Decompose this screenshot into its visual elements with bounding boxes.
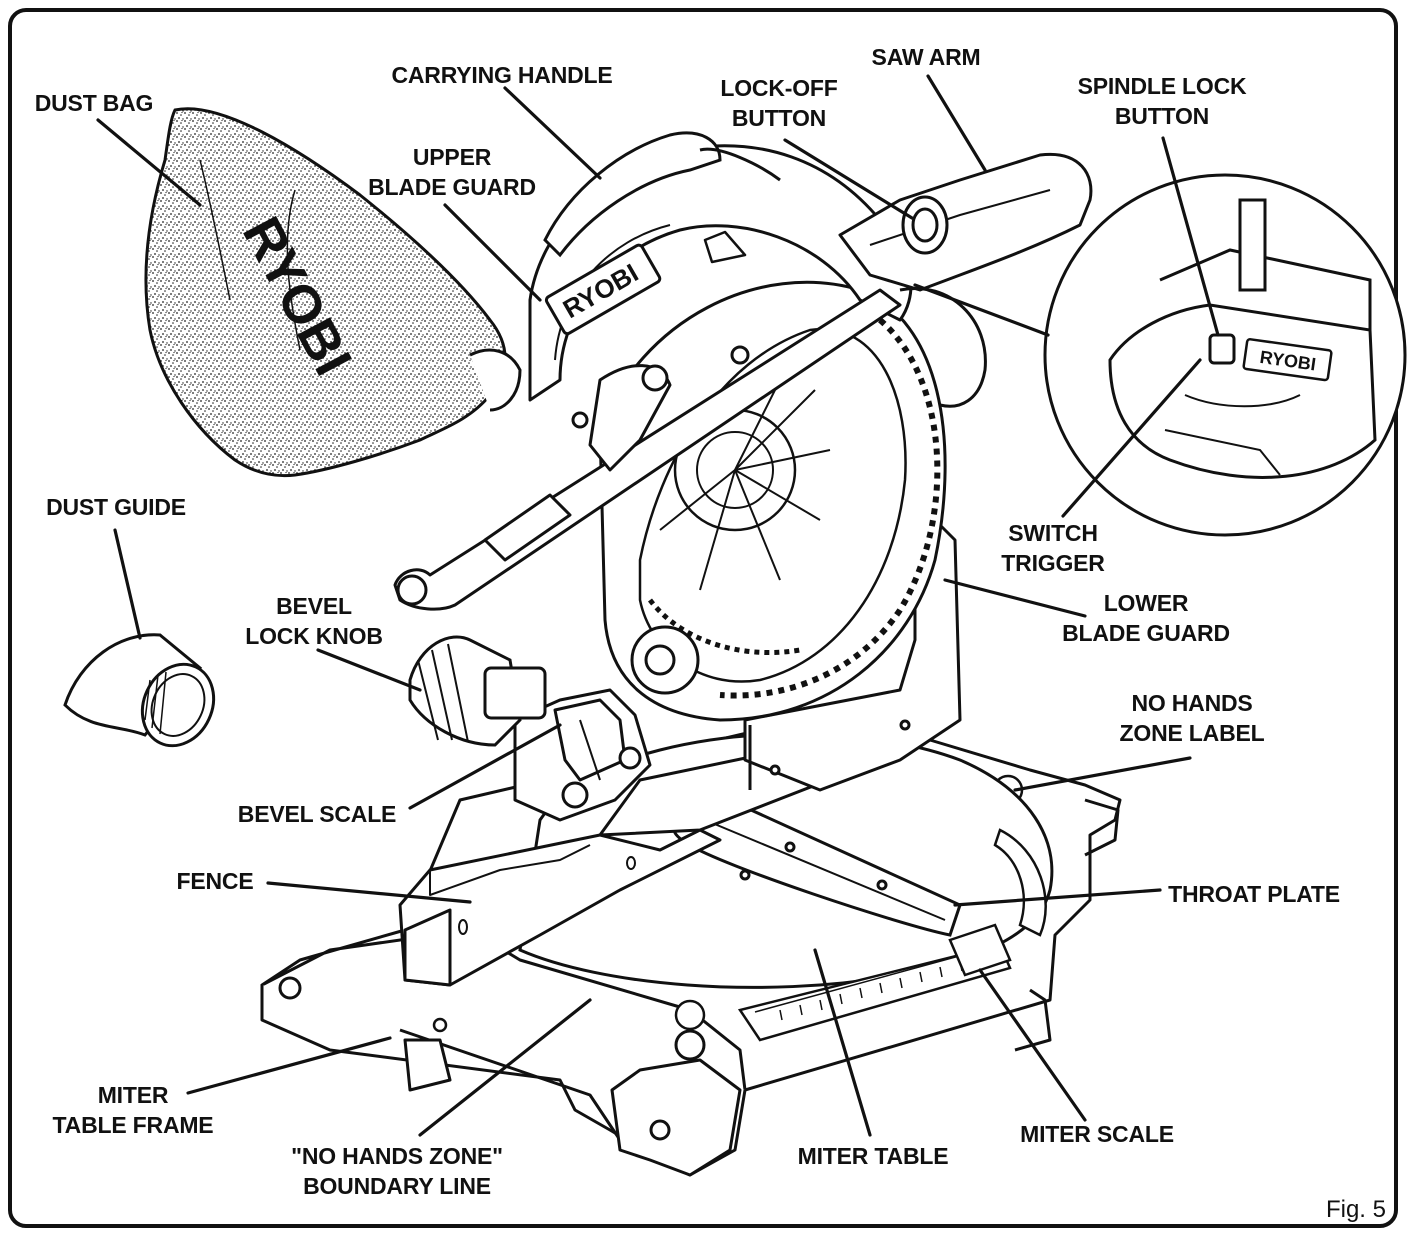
- leader-upper-blade-guard: [443, 203, 542, 302]
- leader-spindle-lock-button: [1161, 136, 1220, 337]
- label-no-hands-zone-boundary-line: "NO HANDS ZONE" BOUNDARY LINE: [291, 1141, 503, 1201]
- dust-bag: RYOBI: [144, 107, 522, 478]
- dust-guide: [63, 633, 216, 748]
- leader-no-hands-zone-label: [1013, 756, 1192, 792]
- label-switch-trigger-line1: SWITCH: [1008, 520, 1098, 546]
- label-lower-blade-guard: LOWER BLADE GUARD: [1062, 588, 1230, 648]
- saw-handle-bar: [393, 288, 902, 611]
- label-no-hands-zone-label-line2: ZONE LABEL: [1119, 720, 1265, 746]
- figure-caption: Fig. 5: [1325, 1196, 1386, 1223]
- label-saw-arm: SAW ARM: [871, 44, 981, 70]
- label-miter-scale: MITER SCALE: [1020, 1121, 1174, 1147]
- label-switch-trigger: SWITCH TRIGGER: [1001, 518, 1105, 578]
- label-upper-blade-guard: UPPER BLADE GUARD: [368, 142, 536, 202]
- leader-bevel-scale: [408, 723, 562, 810]
- label-lock-off-button: LOCK-OFF BUTTON: [720, 73, 837, 133]
- leader-bevel-lock-knob: [316, 648, 422, 692]
- spindle-lock-button: [1208, 333, 1236, 365]
- figure-border: [8, 8, 1398, 1228]
- label-miter-table: MITER TABLE: [797, 1143, 949, 1169]
- leader-lock-off-button: [783, 138, 914, 220]
- leader-boundary-line: [418, 998, 592, 1137]
- label-no-hands-zone-label: NO HANDS ZONE LABEL: [1120, 688, 1265, 748]
- leader-dust-guide: [113, 528, 142, 640]
- label-spindle-lock-button: SPINDLE LOCK BUTTON: [1078, 71, 1247, 131]
- label-bevel-lock-knob: BEVEL LOCK KNOB: [245, 591, 383, 651]
- label-boundary-line-line1: "NO HANDS ZONE": [291, 1143, 503, 1169]
- leader-throat-plate: [953, 888, 1162, 907]
- upper-blade-guard: RYOBI: [528, 144, 913, 429]
- guard-knob: [630, 625, 700, 695]
- leader-miter-table: [813, 948, 872, 1137]
- carrying-handle: [543, 131, 781, 258]
- leader-miter-scale: [978, 968, 1087, 1122]
- label-fence: FENCE: [176, 868, 254, 894]
- label-lower-blade-guard-line2: BLADE GUARD: [1062, 620, 1230, 646]
- label-boundary-line-line2: BOUNDARY LINE: [303, 1173, 491, 1199]
- label-miter-table-frame: MITER TABLE FRAME: [53, 1080, 214, 1140]
- label-switch-trigger-line2: TRIGGER: [1001, 550, 1105, 576]
- leader-dust-bag: [96, 118, 202, 207]
- label-throat-plate: THROAT PLATE: [1168, 881, 1340, 907]
- bevel-lock-knob: [408, 635, 547, 747]
- detail-inset: RYOBI: [1043, 173, 1407, 537]
- leader-miter-table-frame: [186, 1036, 392, 1095]
- leader-inset-pointer: [913, 283, 1050, 337]
- leader-switch-trigger: [1061, 358, 1202, 518]
- label-no-hands-zone-label-line1: NO HANDS: [1131, 690, 1253, 716]
- leader-fence: [266, 881, 472, 904]
- label-miter-table-frame-line2: TABLE FRAME: [52, 1112, 214, 1138]
- saw-arm: [838, 152, 1093, 408]
- label-bevel-lock-knob-line1: BEVEL: [276, 593, 352, 619]
- label-bevel-scale: BEVEL SCALE: [237, 801, 397, 827]
- label-spindle-lock-button-line1: SPINDLE LOCK: [1077, 73, 1247, 99]
- leader-lower-blade-guard: [943, 578, 1087, 618]
- label-carrying-handle: CARRYING HANDLE: [391, 62, 613, 88]
- label-spindle-lock-button-line2: BUTTON: [1114, 103, 1210, 129]
- bevel-scale: [513, 688, 652, 822]
- label-upper-blade-guard-line2: BLADE GUARD: [368, 174, 536, 200]
- leader-saw-arm: [926, 74, 987, 172]
- pivot-tower: [743, 518, 962, 792]
- label-miter-table-frame-line1: MITER: [97, 1082, 169, 1108]
- label-lock-off-button-line1: LOCK-OFF: [720, 75, 838, 101]
- label-lower-blade-guard-line1: LOWER: [1103, 590, 1189, 616]
- label-bevel-lock-knob-line2: LOCK KNOB: [245, 623, 383, 649]
- label-dust-guide: DUST GUIDE: [46, 494, 186, 520]
- label-upper-blade-guard-line1: UPPER: [412, 144, 492, 170]
- leader-carrying-handle: [503, 86, 602, 180]
- leader-lines: [96, 74, 1220, 1137]
- label-dust-bag: DUST BAG: [34, 90, 154, 116]
- label-lock-off-button-line2: BUTTON: [731, 105, 827, 131]
